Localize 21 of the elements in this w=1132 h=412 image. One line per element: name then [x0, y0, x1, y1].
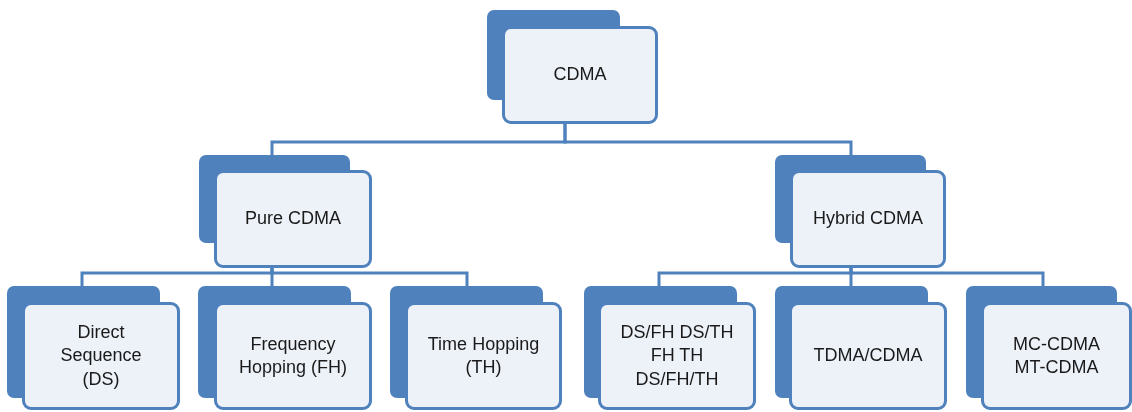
- node-label: Direct Sequence (DS): [59, 320, 143, 391]
- connector-line: [849, 268, 1045, 286]
- stacked-box: [199, 155, 372, 268]
- node-label: Hybrid CDMA: [812, 207, 924, 231]
- stacked-box: [775, 155, 946, 268]
- stacked-box: [775, 286, 947, 410]
- node-label: TDMA/CDMA: [812, 344, 924, 368]
- node-label: Frequency Hopping (FH): [237, 332, 348, 379]
- stacked-box: [390, 286, 562, 410]
- connector-line: [563, 124, 853, 155]
- stacked-box: [198, 286, 372, 410]
- node-label: Pure CDMA: [244, 207, 342, 231]
- stacked-box: [966, 286, 1132, 410]
- node-label: DS/FH DS/TH FH TH DS/FH/TH: [619, 320, 735, 391]
- stacked-box: [487, 10, 658, 124]
- node-label: MC-CDMA MT-CDMA: [1012, 332, 1101, 379]
- connector-line: [270, 268, 469, 286]
- stacked-box: [584, 286, 756, 410]
- node-label: CDMA: [552, 63, 608, 87]
- stacked-box: [7, 286, 180, 410]
- node-label: Time Hopping (TH): [426, 332, 541, 379]
